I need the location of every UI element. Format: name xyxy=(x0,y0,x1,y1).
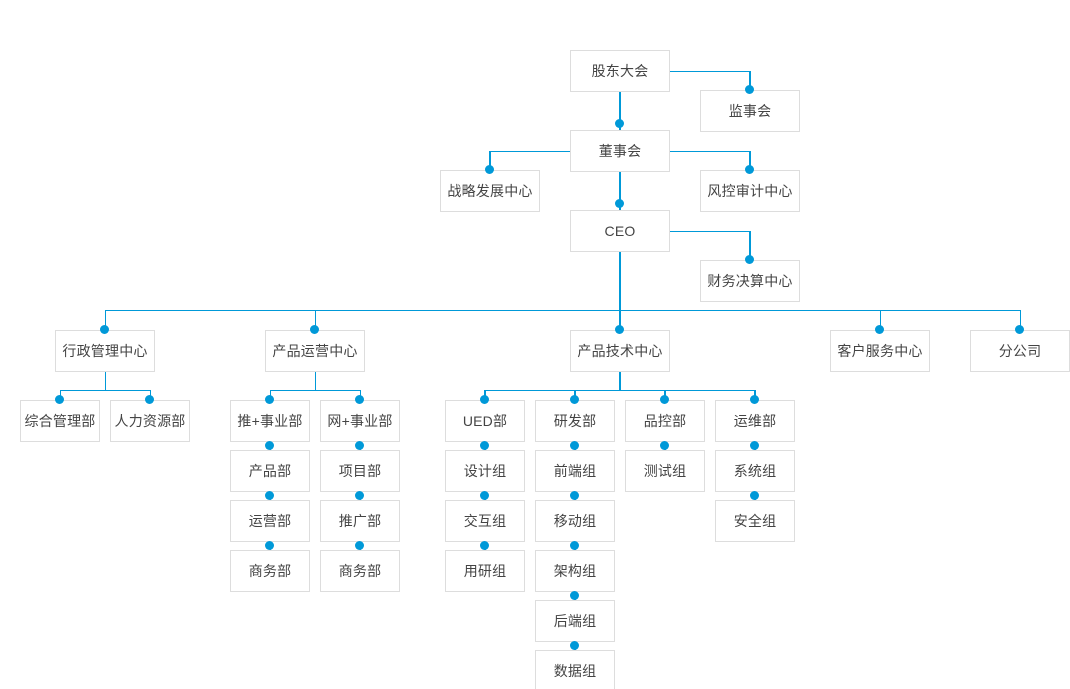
node-branch-company[interactable]: 分公司 xyxy=(970,330,1070,372)
edge-dot-business-dept-a xyxy=(265,541,274,550)
edge-dot-user-research-group xyxy=(480,541,489,550)
edge-trunk-to-product-operation-vertical xyxy=(314,310,316,330)
edge-admin-split-horizontal xyxy=(60,389,150,391)
edge-ceo-to-trunk-vertical xyxy=(619,252,621,310)
edge-dot-system-group xyxy=(750,441,759,450)
node-finance-settlement-center[interactable]: 财务决算中心 xyxy=(700,260,800,302)
edge-dot-board-of-directors xyxy=(615,119,624,128)
edge-dot-tui-business-unit xyxy=(265,395,274,404)
edge-shareholders-to-supervisors-vertical xyxy=(749,70,751,91)
node-ued-dept[interactable]: UED部 xyxy=(445,400,525,442)
edge-dot-architecture-group xyxy=(570,541,579,550)
edge-dot-risk-audit-center xyxy=(745,165,754,174)
edge-trunk-to-product-tech-vertical xyxy=(619,310,621,330)
node-board-of-directors[interactable]: 董事会 xyxy=(570,130,670,172)
edge-board-to-strategy-horizontal xyxy=(489,150,570,152)
edge-dot-customer-service-center xyxy=(875,325,884,334)
edge-trunk-to-customer-service-vertical xyxy=(879,310,881,330)
edge-ceo-to-finance-vertical xyxy=(749,230,751,261)
node-ceo[interactable]: CEO xyxy=(570,210,670,252)
node-product-operation-center[interactable]: 产品运营中心 xyxy=(265,330,365,372)
edge-product-tech-split-horizontal xyxy=(484,389,755,391)
edge-admin-stem-vertical xyxy=(104,372,106,390)
edge-dot-ops-dept xyxy=(750,395,759,404)
node-frontend-group[interactable]: 前端组 xyxy=(535,450,615,492)
edge-trunk-to-admin-vertical xyxy=(104,310,106,330)
node-system-group[interactable]: 系统组 xyxy=(715,450,795,492)
node-human-resources-dept[interactable]: 人力资源部 xyxy=(110,400,190,442)
node-backend-group[interactable]: 后端组 xyxy=(535,600,615,642)
edge-board-to-strategy-vertical xyxy=(489,150,491,171)
edge-dot-general-management-dept xyxy=(55,395,64,404)
edge-dot-backend-group xyxy=(570,591,579,600)
edge-dot-mobile-group xyxy=(570,491,579,500)
node-security-group[interactable]: 安全组 xyxy=(715,500,795,542)
node-qc-dept[interactable]: 品控部 xyxy=(625,400,705,442)
node-admin-management-center[interactable]: 行政管理中心 xyxy=(55,330,155,372)
node-strategy-development-center[interactable]: 战略发展中心 xyxy=(440,170,540,212)
edge-board-to-ceo-vertical xyxy=(619,172,621,210)
edge-board-to-risk-vertical xyxy=(749,150,751,171)
edge-trunk-to-branch-vertical xyxy=(1019,310,1021,330)
edge-dot-product-tech-center xyxy=(615,325,624,334)
edge-board-to-risk-horizontal xyxy=(670,150,750,152)
node-shareholders-meeting[interactable]: 股东大会 xyxy=(570,50,670,92)
edge-dot-finance-center xyxy=(745,255,754,264)
edge-dot-admin-center xyxy=(100,325,109,334)
node-architecture-group[interactable]: 架构组 xyxy=(535,550,615,592)
node-general-management-dept[interactable]: 综合管理部 xyxy=(20,400,100,442)
edge-ceo-to-finance-horizontal xyxy=(670,230,750,232)
node-operation-dept[interactable]: 运营部 xyxy=(230,500,310,542)
node-project-dept[interactable]: 项目部 xyxy=(320,450,400,492)
node-wang-business-unit[interactable]: 网+事业部 xyxy=(320,400,400,442)
node-ops-dept[interactable]: 运维部 xyxy=(715,400,795,442)
node-interaction-group[interactable]: 交互组 xyxy=(445,500,525,542)
node-business-dept-b[interactable]: 商务部 xyxy=(320,550,400,592)
edge-dot-qc-dept xyxy=(660,395,669,404)
edge-shareholders-to-board-vertical xyxy=(619,92,621,130)
trunk-horizontal-line xyxy=(105,309,1020,311)
node-risk-audit-center[interactable]: 风控审计中心 xyxy=(700,170,800,212)
edge-dot-data-group xyxy=(570,641,579,650)
edge-dot-wang-business-unit xyxy=(355,395,364,404)
edge-dot-strategy-center xyxy=(485,165,494,174)
edge-dot-product-dept xyxy=(265,441,274,450)
edge-dot-project-dept xyxy=(355,441,364,450)
edge-dot-branch-company xyxy=(1015,325,1024,334)
node-mobile-group[interactable]: 移动组 xyxy=(535,500,615,542)
edge-dot-ceo xyxy=(615,199,624,208)
edge-dot-frontend-group xyxy=(570,441,579,450)
edge-dot-supervisors xyxy=(745,85,754,94)
node-design-group[interactable]: 设计组 xyxy=(445,450,525,492)
edge-product-operation-split-horizontal xyxy=(270,389,360,391)
edge-product-tech-stem-vertical xyxy=(619,372,621,390)
edge-dot-security-group xyxy=(750,491,759,500)
edge-dot-design-group xyxy=(480,441,489,450)
node-product-dept[interactable]: 产品部 xyxy=(230,450,310,492)
edge-dot-operation-dept xyxy=(265,491,274,500)
node-data-group[interactable]: 数据组 xyxy=(535,650,615,689)
edge-dot-test-group xyxy=(660,441,669,450)
edge-shareholders-to-supervisors-horizontal xyxy=(670,70,750,72)
edge-product-operation-stem-vertical xyxy=(314,372,316,390)
edge-dot-human-resources-dept xyxy=(145,395,154,404)
node-tui-business-unit[interactable]: 推+事业部 xyxy=(230,400,310,442)
edge-dot-business-dept-b xyxy=(355,541,364,550)
node-business-dept-a[interactable]: 商务部 xyxy=(230,550,310,592)
edge-dot-promotion-dept xyxy=(355,491,364,500)
edge-dot-product-operation-center xyxy=(310,325,319,334)
node-user-research-group[interactable]: 用研组 xyxy=(445,550,525,592)
node-test-group[interactable]: 测试组 xyxy=(625,450,705,492)
node-customer-service-center[interactable]: 客户服务中心 xyxy=(830,330,930,372)
edge-dot-interaction-group xyxy=(480,491,489,500)
node-board-of-supervisors[interactable]: 监事会 xyxy=(700,90,800,132)
node-promotion-dept[interactable]: 推广部 xyxy=(320,500,400,542)
edge-dot-rd-dept xyxy=(570,395,579,404)
node-rd-dept[interactable]: 研发部 xyxy=(535,400,615,442)
node-product-tech-center[interactable]: 产品技术中心 xyxy=(570,330,670,372)
edge-dot-ued-dept xyxy=(480,395,489,404)
